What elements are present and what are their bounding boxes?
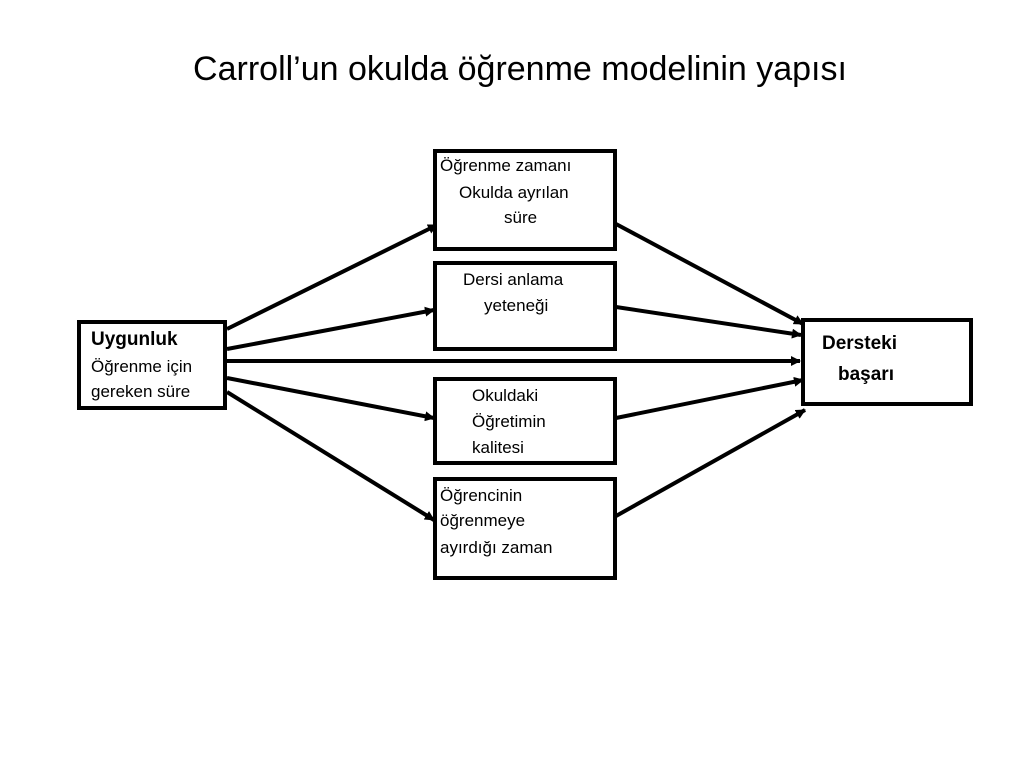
arrow-perseverance-to-target <box>615 408 806 518</box>
middle-box-time-allowed: Öğrenme zamanı Okulda ayrılan süre <box>433 149 617 251</box>
page-title: Carroll’un okulda öğrenme modelinin yapı… <box>193 50 847 88</box>
target-box-line: başarı <box>838 364 894 385</box>
source-box-line: gereken süre <box>91 382 190 401</box>
source-box-heading: Uygunluk <box>91 329 178 350</box>
target-box-line: Dersteki <box>822 333 897 354</box>
middle-box-line: Öğretimin <box>472 412 546 431</box>
middle-box-instruction-quality: Okuldaki Öğretimin kalitesi <box>433 377 617 465</box>
arrow-to-time-allowed <box>226 223 438 331</box>
middle-box-line: kalitesi <box>472 438 524 457</box>
arrow-instruction-quality-to-target <box>615 376 804 420</box>
middle-box-line: Öğrenme zamanı <box>440 156 571 175</box>
arrows-middle-to-target <box>615 222 806 518</box>
arrow-to-ability <box>226 306 435 351</box>
middle-box-line: Okuldaki <box>472 386 538 405</box>
middle-box-line: Okulda ayrılan <box>459 183 569 202</box>
source-box: Uygunluk Öğrenme için gereken süre <box>77 320 227 410</box>
arrow-to-perseverance <box>225 390 436 522</box>
middle-box-line: ayırdığı zaman <box>440 538 552 557</box>
middle-box-perseverance: Öğrencinin öğrenmeye ayırdığı zaman <box>433 477 617 580</box>
middle-box-line: öğrenmeye <box>440 511 525 530</box>
arrows-source-to-middle <box>225 223 801 522</box>
arrow-time-allowed-to-target <box>615 222 804 326</box>
middle-box-line: süre <box>504 208 537 227</box>
target-box: Dersteki başarı <box>801 318 973 406</box>
middle-box-line: yeteneği <box>484 296 548 315</box>
source-box-line: Öğrenme için <box>91 357 192 376</box>
middle-box-ability: Dersi anlama yeteneği <box>433 261 617 351</box>
middle-box-line: Dersi anlama <box>463 270 564 289</box>
arrow-ability-to-target <box>615 305 802 339</box>
arrow-to-instruction-quality <box>226 376 435 422</box>
middle-box-line: Öğrencinin <box>440 486 522 505</box>
